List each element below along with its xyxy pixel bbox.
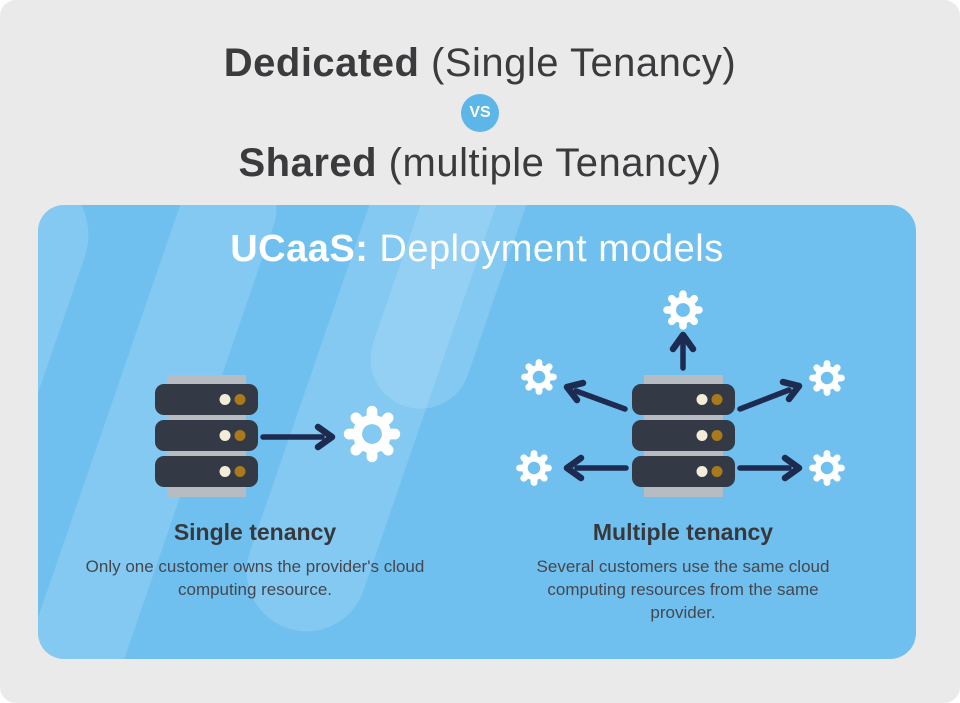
title-shared-bold: Shared xyxy=(238,141,378,185)
arrow-multi-upper-left xyxy=(563,379,628,412)
gear-icon xyxy=(520,358,558,396)
arrow-multi-up xyxy=(669,331,697,371)
gear-icon xyxy=(808,359,846,397)
title-dedicated-bold: Dedicated xyxy=(223,41,420,85)
vs-badge: VS xyxy=(461,94,499,132)
card-heading: UCaaS: Deployment models xyxy=(38,227,916,271)
arrow-multi-lower-left xyxy=(563,454,629,482)
ucaas-card: UCaaS: Deployment models xyxy=(38,205,916,659)
arrow-multi-upper-right xyxy=(737,378,803,412)
title-shared: Shared (multiple Tenancy) xyxy=(0,140,960,186)
gear-icon xyxy=(515,449,553,487)
multiple-tenancy-description: Several customers use the same cloud com… xyxy=(536,557,830,622)
title-dedicated-rest: (Single Tenancy) xyxy=(419,41,737,85)
comparison-title: Dedicated (Single Tenancy) VS Shared (mu… xyxy=(0,0,960,186)
server-stack-icon xyxy=(155,375,258,497)
title-shared-rest: (multiple Tenancy) xyxy=(377,141,722,185)
multiple-tenancy-title: Multiple tenancy xyxy=(592,519,774,545)
single-tenancy-description: Only one customer owns the provider's cl… xyxy=(85,557,425,599)
gear-icon xyxy=(662,289,704,331)
single-tenancy-title: Single tenancy xyxy=(173,519,337,545)
server-stack-icon xyxy=(632,375,735,497)
card-heading-rest: Deployment models xyxy=(368,228,724,270)
gear-icon xyxy=(808,449,846,487)
gear-icon xyxy=(342,404,402,464)
card-heading-bold: UCaaS: xyxy=(230,228,369,270)
title-dedicated: Dedicated (Single Tenancy) xyxy=(0,40,960,86)
arrow-multi-lower-right xyxy=(737,454,803,482)
